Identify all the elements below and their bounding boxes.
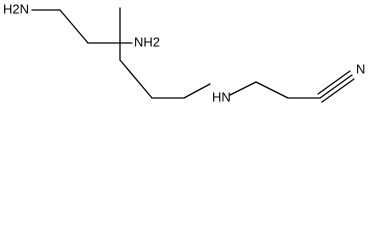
atom-label-n: N (356, 61, 365, 76)
bond-ch2-ch2-right (255, 81, 289, 99)
atom-label-nh2: NH2 (134, 34, 160, 49)
bond-chain-1 (119, 59, 153, 99)
triple-bond-line-1 (319, 74, 353, 99)
atom-label-hn: HN (212, 89, 231, 104)
triple-bond-line-2 (317, 70, 351, 95)
triple-bond-line-3 (321, 78, 355, 103)
chemical-structure-diagram: H2N NH2 HN N (3, 1, 365, 104)
bond-ch2-ch2 (59, 9, 89, 44)
bond-chain-3 (183, 83, 211, 99)
atom-label-h2n: H2N (3, 1, 29, 16)
bond-hn-right (229, 81, 257, 96)
